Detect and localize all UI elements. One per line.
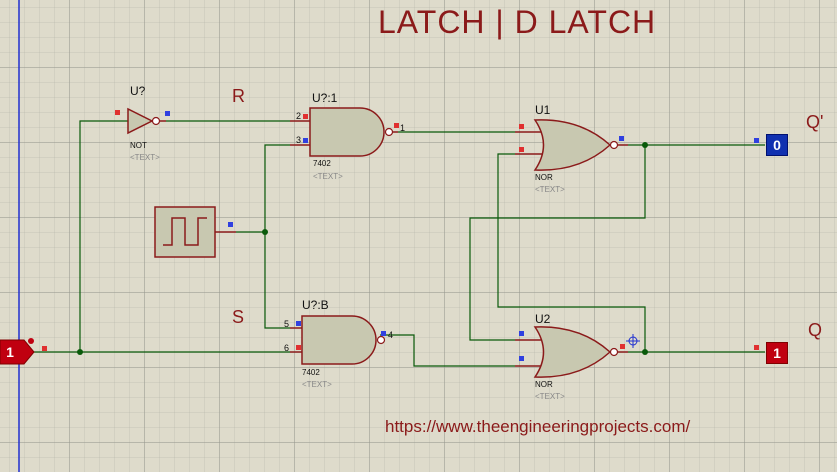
nand-gate-bottom[interactable] (290, 315, 386, 365)
nand-top-pin-2: 2 (296, 111, 302, 121)
nor-gate-bottom[interactable] (515, 326, 628, 378)
nand-top-pin-1: 1 (400, 123, 406, 133)
nand-top-pin-3: 3 (296, 135, 302, 145)
nand-bottom-pin-6: 6 (284, 343, 290, 353)
junction-dot (642, 142, 648, 148)
not-gate[interactable] (127, 107, 166, 135)
junction-dot (77, 349, 83, 355)
nand-bottom-pin-4: 4 (388, 330, 394, 340)
nor-top-type: NOR (535, 173, 553, 182)
wire-clock-enable[interactable] (264, 144, 290, 329)
junctions (77, 142, 648, 355)
input-marker-dot (28, 338, 34, 344)
output-probe-q-bar[interactable]: 0 (766, 134, 788, 156)
not-gate-text: <TEXT> (130, 153, 160, 162)
nand-gate-top[interactable] (290, 107, 398, 157)
nor-bottom-type: NOR (535, 380, 553, 389)
nand-top-type: 7402 (313, 159, 331, 168)
square-wave-icon (163, 217, 207, 246)
nor-bottom-text: <TEXT> (535, 392, 565, 401)
signal-label-q-bar: Q' (806, 112, 824, 132)
wire-feedback-q-bar[interactable] (469, 145, 646, 341)
clock-source[interactable] (154, 206, 236, 258)
wire-d-to-not[interactable] (79, 120, 128, 352)
nor-top-ref: U1 (535, 103, 551, 117)
junction-dot (262, 229, 268, 235)
output-probe-q[interactable]: 1 (766, 342, 788, 364)
nand-bottom-ref: U?:B (302, 298, 329, 312)
signal-label-q: Q (808, 320, 823, 340)
signal-label-s: S (232, 307, 245, 327)
wires (34, 120, 765, 367)
input-probe-value: 1 (6, 344, 14, 360)
nand-bottom-text: <TEXT> (302, 380, 332, 389)
nand-bottom-pin-5: 5 (284, 319, 290, 329)
junction-dot (642, 349, 648, 355)
nand-top-ref: U?:1 (312, 91, 338, 105)
nor-top-text: <TEXT> (535, 185, 565, 194)
signal-label-r: R (232, 86, 245, 106)
wire-feedback-q[interactable] (497, 153, 646, 352)
wire-nand-bottom-out[interactable] (380, 334, 515, 367)
page-title: LATCH | D LATCH (378, 4, 657, 40)
input-terminal[interactable] (0, 338, 35, 365)
nand-top-text: <TEXT> (313, 172, 343, 181)
nor-gate-top[interactable] (515, 119, 628, 171)
not-gate-ref: U? (130, 84, 146, 98)
nand-bottom-type: 7402 (302, 368, 320, 377)
pin-state-markers (42, 110, 759, 361)
nor-bottom-ref: U2 (535, 312, 551, 326)
crosshair-cursor-icon (626, 334, 640, 348)
not-gate-type: NOT (130, 141, 147, 150)
website-url[interactable]: https://www.theengineeringprojects.com/ (385, 417, 691, 436)
